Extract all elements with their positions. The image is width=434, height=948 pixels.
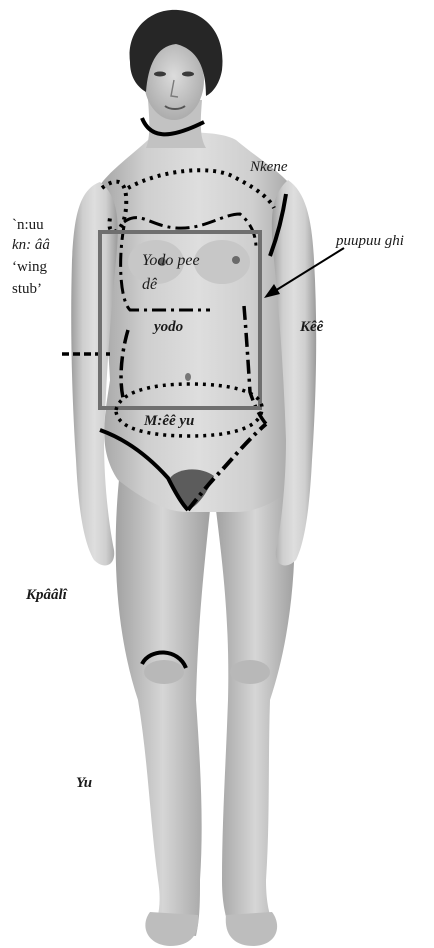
right-eye xyxy=(182,72,194,77)
label-meeyu: M:êê yu xyxy=(144,412,194,430)
label-yu: Yu xyxy=(76,774,92,792)
right-nipple xyxy=(232,256,240,264)
label-yodo-pee: Yodo pee xyxy=(142,252,200,270)
label-knaa: kn: ââ xyxy=(12,236,50,254)
label-stub: stub’ xyxy=(12,280,42,298)
right-breast-shading xyxy=(194,240,250,284)
label-kee: Kêê xyxy=(300,318,323,336)
torso xyxy=(92,133,306,513)
label-wing: ‘wing xyxy=(12,258,47,276)
left-foot xyxy=(145,912,198,946)
left-leg xyxy=(116,470,210,936)
label-nkene: Nkene xyxy=(250,158,287,176)
label-yodo: yodo xyxy=(154,318,183,336)
navel xyxy=(185,373,191,381)
right-foot xyxy=(226,912,277,946)
left-knee xyxy=(144,660,184,684)
right-knee xyxy=(230,660,270,684)
left-eye xyxy=(154,72,166,77)
label-puupuu-ghi: puupuu ghi xyxy=(336,232,404,250)
label-nuu: `n:uu xyxy=(12,216,44,234)
body-silhouette xyxy=(71,10,316,946)
label-de: dê xyxy=(142,276,157,294)
label-kpaali: Kpââlî xyxy=(26,586,67,604)
